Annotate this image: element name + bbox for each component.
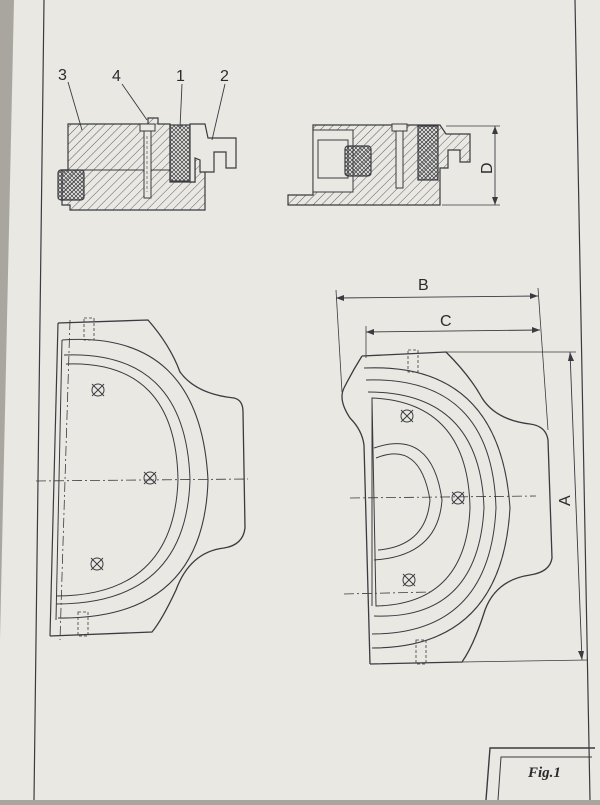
drawing-frame — [33, 0, 45, 801]
dimension-a-label: A — [557, 495, 574, 506]
dimension-c-label: C — [440, 313, 452, 330]
callout-leaders — [67, 81, 226, 141]
figure-label: Fig.1 — [527, 765, 561, 781]
dimension-a — [446, 351, 589, 663]
section-view-right — [287, 123, 471, 206]
plan-view-left — [35, 317, 249, 641]
callout-4: 4 — [112, 68, 121, 85]
dimension-c — [365, 326, 541, 358]
callout-2: 2 — [220, 68, 229, 85]
dimension-d-label: D — [479, 162, 496, 174]
dimension-b — [335, 287, 549, 431]
dimension-d — [442, 125, 500, 206]
plan-view-right — [341, 349, 553, 665]
dimension-b-label: B — [418, 277, 429, 294]
drawing-frame-right — [574, 0, 591, 801]
title-block: Fig.1 — [485, 747, 595, 801]
section-view-left — [57, 117, 237, 211]
callout-3: 3 — [58, 67, 67, 84]
callout-1: 1 — [176, 68, 185, 85]
